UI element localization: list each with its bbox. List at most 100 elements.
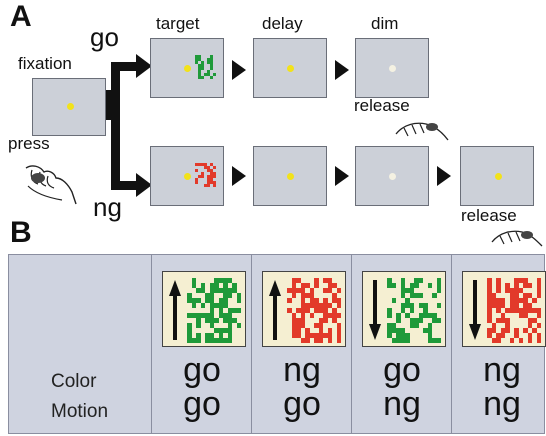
release-go-label: release (354, 96, 410, 115)
dot-cell (207, 181, 210, 184)
dot-cell (487, 318, 492, 323)
dot-cell (201, 172, 204, 175)
dot-cell (305, 333, 310, 338)
motion-response: ng (383, 385, 421, 423)
dot-cell (291, 293, 296, 298)
dot-cell (227, 288, 232, 293)
dot-cell (332, 298, 337, 303)
dot-cell (205, 333, 210, 338)
dot-cell (300, 338, 305, 343)
dot-cell (500, 298, 505, 303)
arrow-ng-2 (335, 166, 349, 186)
dot-cell (400, 338, 405, 343)
dot-cell (327, 338, 332, 343)
dot-cell (400, 288, 405, 293)
dot-cell (200, 313, 205, 318)
dot-cell (305, 303, 310, 308)
dot-cell (400, 333, 405, 338)
dot-cell (210, 175, 213, 178)
dot-cell (391, 328, 396, 333)
dot-cell (210, 169, 213, 172)
dot-cell (432, 313, 437, 318)
green-target-pattern (195, 55, 216, 79)
dot-cell (291, 278, 296, 283)
dot-cell (536, 313, 541, 318)
go-label: go (90, 22, 119, 52)
dot-cell (318, 308, 323, 313)
dot-cell (505, 283, 510, 288)
dot-cell (405, 303, 410, 308)
dot-cell (287, 298, 292, 303)
dot-cell (210, 172, 213, 175)
dot-cell (218, 308, 223, 313)
dot-cell (496, 333, 501, 338)
dot-cell (209, 333, 214, 338)
dot-cell (300, 298, 305, 303)
dot-cell (514, 293, 519, 298)
dot-cell (196, 313, 201, 318)
dot-cell (232, 283, 237, 288)
condition-table: Color Motion go go ng go go ng ng ng (8, 254, 546, 434)
dot-cell (396, 338, 401, 343)
dot-cell (436, 303, 441, 308)
dot-cell (214, 283, 219, 288)
dot-cell (396, 333, 401, 338)
dot-cell (207, 73, 210, 76)
dot-cell (409, 323, 414, 328)
condition-column: ng go (251, 255, 352, 433)
dot-cell (207, 58, 210, 61)
red-target-pattern (195, 163, 216, 187)
dot-cell (314, 283, 319, 288)
dot-cell (223, 303, 228, 308)
dot-cell (400, 293, 405, 298)
dot-cell (296, 328, 301, 333)
dot-cell (387, 328, 392, 333)
dot-cell (287, 288, 292, 293)
dot-cell (414, 278, 419, 283)
dot-cell (198, 163, 201, 166)
dot-cell (336, 303, 341, 308)
dot-cell (214, 278, 219, 283)
dot-cell (409, 283, 414, 288)
dot-cell (418, 303, 423, 308)
color-response: ng (483, 351, 521, 389)
dot-cell (527, 323, 532, 328)
dot-cell (218, 338, 223, 343)
dot-cell (237, 338, 242, 343)
dot-cell (198, 175, 201, 178)
dot-cell (332, 318, 337, 323)
dot-cell (209, 288, 214, 293)
dot-cell (227, 293, 232, 298)
dot-cell (214, 328, 219, 333)
motion-arrow-icon (369, 280, 381, 340)
dot-cell (496, 303, 501, 308)
dot-cell (523, 278, 528, 283)
dot-cell (214, 338, 219, 343)
color-response: go (183, 351, 221, 389)
dot-cell (196, 333, 201, 338)
dot-cell (205, 293, 210, 298)
dot-cell (427, 328, 432, 333)
dot-cell (514, 333, 519, 338)
dot-cell (191, 303, 196, 308)
dot-cell (527, 293, 532, 298)
dot-cell (436, 318, 441, 323)
dot-cell (291, 333, 296, 338)
dot-cell (514, 328, 519, 333)
stimulus-dots (387, 278, 441, 343)
ng-dim-screen (355, 146, 429, 206)
dot-cell (227, 313, 232, 318)
dot-cell (209, 303, 214, 308)
dot-cell (300, 303, 305, 308)
dot-cell (418, 313, 423, 318)
motion-arrow-icon (169, 280, 181, 340)
dot-cell (196, 298, 201, 303)
dot-cell (536, 283, 541, 288)
dot-cell (196, 338, 201, 343)
dot-cell (332, 308, 337, 313)
dot-cell (400, 303, 405, 308)
dot-cell (409, 318, 414, 323)
dot-cell (314, 303, 319, 308)
dot-cell (496, 283, 501, 288)
ng-delay-screen (253, 146, 327, 206)
